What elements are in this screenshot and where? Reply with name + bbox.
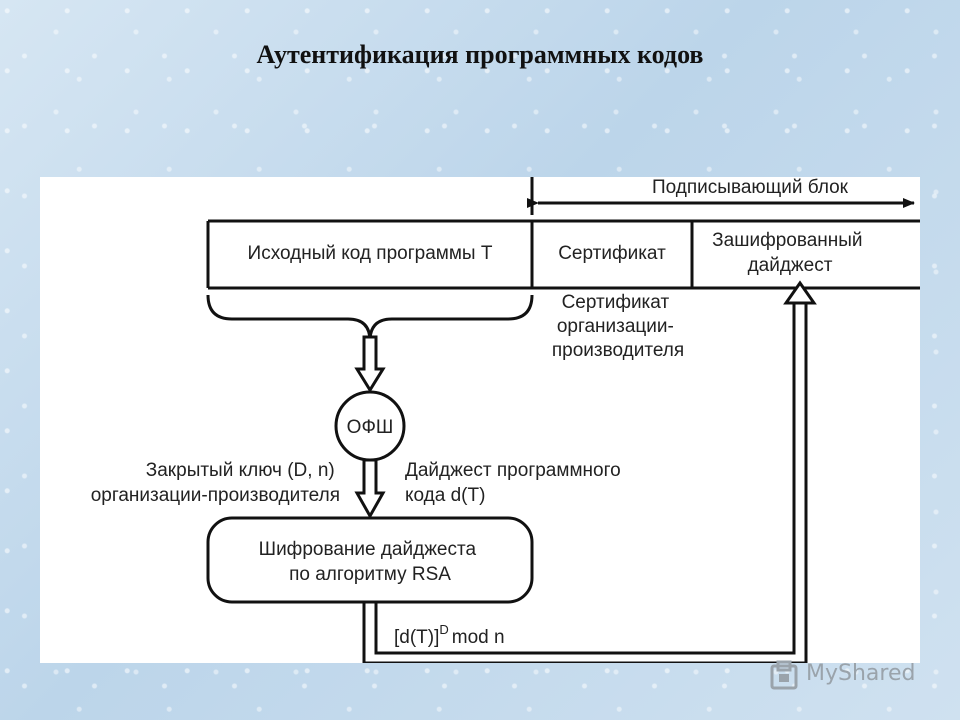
- rsa-box-label: Шифрование дайджеста по алгоритму RSA: [259, 539, 482, 585]
- arrow-to-hash: [354, 335, 386, 393]
- code-digest-line-2: кода d(T): [405, 485, 485, 506]
- vendor-cert-line-1: Сертификат: [562, 292, 670, 313]
- watermark-logo-icon: [770, 660, 798, 690]
- source-code-cell: Исходный код программы Т: [248, 243, 493, 264]
- watermark-text: MyShared: [806, 661, 916, 686]
- code-digest-line-1: Дайджест программного: [405, 460, 621, 481]
- page-title: Аутентификация программных кодов: [256, 40, 704, 69]
- code-digest-label: Дайджест программного кода d(T): [405, 460, 626, 506]
- rsa-encryption-box: [206, 516, 534, 604]
- arrow-to-rsa: [354, 458, 386, 520]
- vendor-cert-line-3: производителя: [552, 340, 684, 361]
- encrypted-digest-line-2: дайджест: [748, 255, 833, 276]
- private-key-line-1: Закрытый ключ (D, n): [146, 460, 335, 481]
- formula-mod: mod n: [452, 627, 505, 648]
- rsa-line-1: Шифрование дайджеста: [259, 539, 477, 560]
- diagram: Подписывающий блок Исходный код программ…: [91, 177, 920, 665]
- certificate-cell: Сертификат: [558, 243, 666, 264]
- private-key-line-2: организации-производителя: [91, 485, 340, 506]
- source-code-brace: [206, 294, 534, 342]
- private-key-label: Закрытый ключ (D, n) организации-произво…: [91, 460, 340, 506]
- signature-path-inner: [374, 301, 796, 655]
- watermark: MyShared: [768, 660, 928, 694]
- encrypted-digest-line-1: Зашифрованный: [712, 230, 862, 251]
- formula-exponent: D: [439, 622, 448, 637]
- signature-arrowhead: [783, 280, 817, 305]
- rsa-line-2: по алгоритму RSA: [289, 564, 451, 585]
- diagram-panel: Подписывающий блок Исходный код программ…: [40, 177, 920, 665]
- encrypted-digest-cell: Зашифрованный дайджест: [712, 230, 868, 276]
- hash-function-label: ОФШ: [347, 417, 394, 438]
- signing-block-label: Подписывающий блок: [652, 177, 849, 198]
- vendor-certificate-label: Сертификат организации- производителя: [552, 292, 684, 361]
- vendor-cert-line-2: организации-: [557, 316, 674, 337]
- formula-base: [d(T)]: [394, 627, 439, 648]
